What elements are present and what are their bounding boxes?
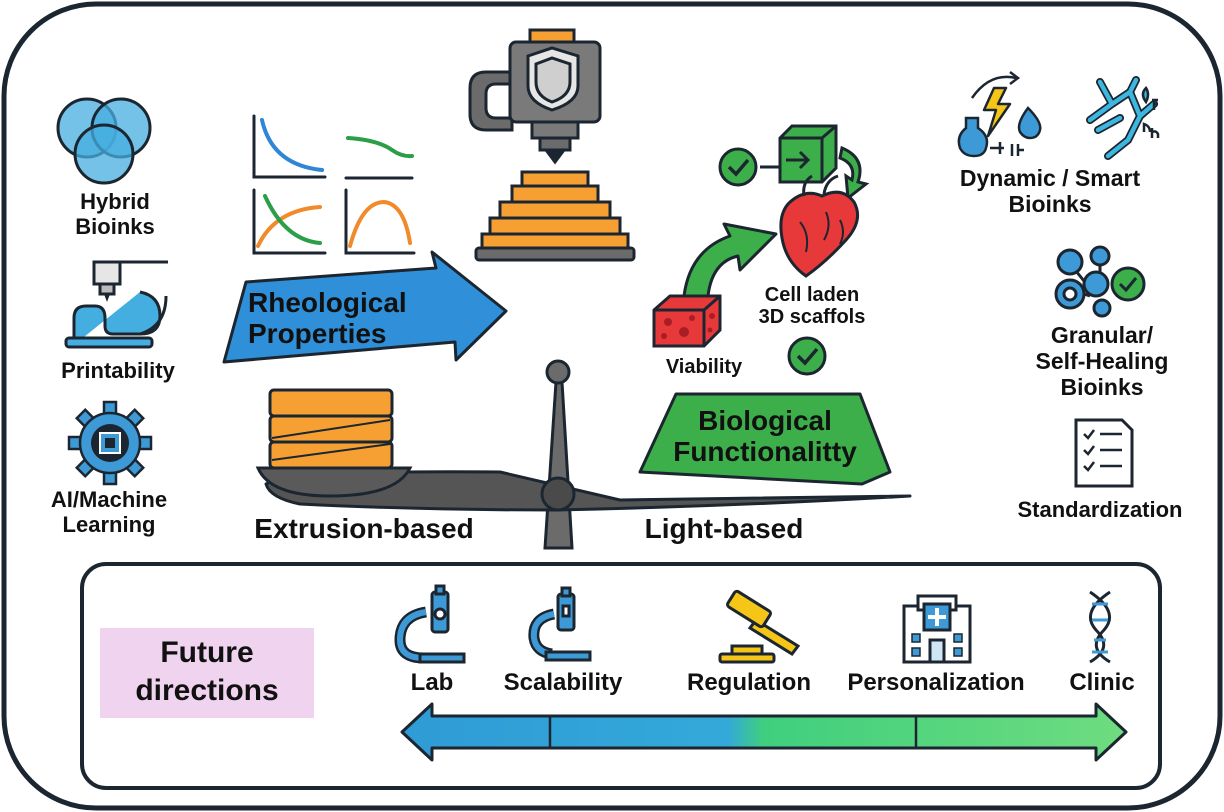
red-scaffold-icon	[652, 294, 722, 348]
microscope-small-icon	[528, 586, 592, 662]
gavel-icon	[718, 589, 801, 664]
stage-regulation-label: Regulation	[687, 669, 811, 696]
plot-shear-thinning	[252, 114, 327, 179]
granular-spheres-icon	[1054, 245, 1146, 318]
timeline-arrow	[400, 702, 1128, 762]
microscope-icon	[394, 584, 466, 664]
gear-chip-icon	[67, 400, 153, 486]
stage-scalability-label: Scalability	[503, 669, 623, 696]
hospital-icon	[902, 594, 972, 664]
balance-scale	[255, 359, 912, 550]
green-cube-icon	[778, 124, 838, 184]
viability-label: Viability	[665, 356, 743, 378]
rheology-arrow	[222, 250, 508, 364]
check-badge-bottom	[787, 336, 827, 376]
neuron-fibers-icon	[1086, 76, 1160, 160]
venn-circles-icon	[56, 97, 152, 185]
extrusion-label: Extrusion-based	[254, 513, 474, 544]
bioprinter-icon	[468, 28, 636, 262]
standardization-label: Standardization	[1017, 497, 1183, 522]
dynamic-smart-icon	[957, 71, 1042, 158]
heart-icon	[779, 174, 860, 278]
plot-crossover	[252, 188, 327, 255]
future-title-box	[100, 628, 314, 718]
check-badge-top	[718, 147, 758, 187]
dna-icon	[1088, 590, 1112, 664]
bio-banner	[638, 392, 892, 486]
filament-stack-icon	[268, 388, 394, 470]
stage-clinic-label: Clinic	[1069, 669, 1135, 696]
stage-lab-label: Lab	[410, 669, 454, 696]
plot-modulus	[344, 136, 414, 180]
plot-peak	[344, 188, 416, 255]
checklist-icon	[1074, 418, 1134, 488]
stage-personalization-label: Personalization	[847, 669, 1025, 696]
light-based-label: Light-based	[644, 513, 804, 544]
curl-arrow	[838, 145, 870, 201]
printer-nozzle-icon	[64, 260, 168, 349]
printability-label: Printability	[61, 358, 175, 383]
curved-green-arrow	[682, 222, 778, 298]
rheology-plots	[252, 114, 416, 255]
